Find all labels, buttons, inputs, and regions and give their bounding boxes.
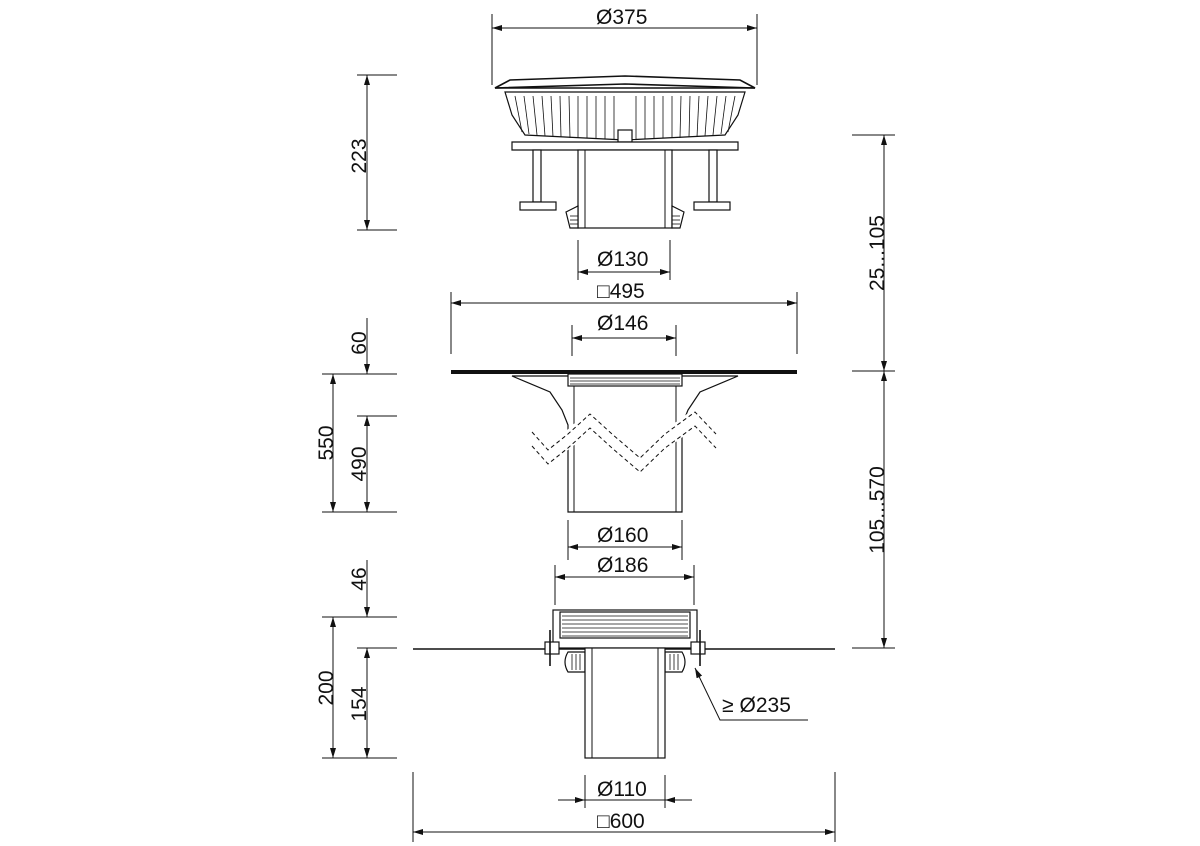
thickness-label: 60 [348,331,371,354]
bottom-outlet-label: Ø110 [597,778,647,801]
h-154-label: 154 [348,686,371,721]
base-square-label: □600 [597,810,645,833]
plate-square-label: □495 [597,280,645,303]
total-550-label: 550 [315,425,338,460]
top-grating-unit [494,75,756,229]
h-46-label: 46 [348,567,371,590]
extension-unit [451,370,797,513]
range-upper-label: 25...105 [866,215,889,291]
dimension-labels: Ø375 223 Ø130 □495 Ø146 60 550 490 25...… [315,6,889,833]
dia-160-label: Ø160 [597,524,648,547]
flange-dia-label: Ø146 [597,312,648,335]
ring-min-label: ≥Ø235 [722,694,791,717]
h-200-label: 200 [315,670,338,705]
top-outlet-label: Ø130 [597,248,648,271]
pipe-490-label: 490 [348,446,371,481]
top-width-label: Ø375 [596,6,647,29]
dia-186-label: Ø186 [597,554,648,577]
range-lower-label: 105...570 [866,466,889,554]
drain-body-unit [413,609,835,759]
dimension-lines [322,14,895,842]
top-height-label: 223 [348,138,371,173]
